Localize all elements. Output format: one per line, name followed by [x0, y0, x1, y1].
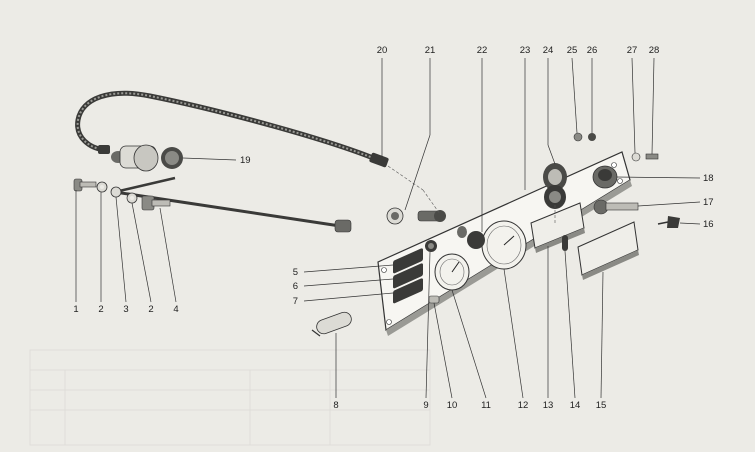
label-2a: 2: [98, 304, 103, 315]
label-25: 25: [567, 45, 578, 56]
label-14: 14: [570, 400, 581, 411]
label-13: 13: [543, 400, 554, 411]
label-4: 4: [173, 304, 178, 315]
label-26: 26: [587, 45, 598, 56]
label-12: 12: [518, 400, 529, 411]
label-9: 9: [423, 400, 428, 411]
knobs-and-lamps: [386, 207, 485, 304]
label-5: 5: [293, 267, 298, 278]
label-15: 15: [596, 400, 607, 411]
label-10: 10: [447, 400, 458, 411]
label-17: 17: [703, 197, 714, 208]
label-21: 21: [425, 45, 436, 56]
label-8: 8: [333, 400, 338, 411]
label-7: 7: [293, 296, 298, 307]
label-16: 16: [703, 219, 714, 230]
label-23: 23: [520, 45, 531, 56]
label-27: 27: [627, 45, 638, 56]
label-22: 22: [477, 45, 488, 56]
label-11: 11: [481, 400, 491, 411]
condenser-capsule: [311, 311, 352, 337]
warning-lamps: [530, 202, 639, 280]
drive-gear-assembly: [111, 144, 183, 172]
label-6: 6: [293, 281, 298, 292]
label-18: 18: [703, 173, 714, 184]
label-24: 24: [543, 45, 554, 56]
callout-labels: 1 2 3 2 4 5 6 7 8 9 10 11 12 13 14 15 16…: [73, 45, 713, 411]
label-28: 28: [649, 45, 660, 56]
label-20: 20: [377, 45, 388, 56]
background-table-ghost: [29, 349, 431, 446]
small-hardware-left: [73, 178, 171, 211]
speedometer-cable: [75, 90, 389, 168]
label-3: 3: [123, 304, 128, 315]
label-1: 1: [73, 304, 78, 315]
rocker-switches: [393, 248, 423, 304]
right-hardware: [592, 152, 680, 228]
leader-lines: [75, 57, 701, 399]
assembly-lines: [387, 165, 556, 225]
label-19: 19: [240, 155, 251, 166]
socket-parts: [543, 132, 596, 209]
label-2b: 2: [148, 304, 153, 315]
